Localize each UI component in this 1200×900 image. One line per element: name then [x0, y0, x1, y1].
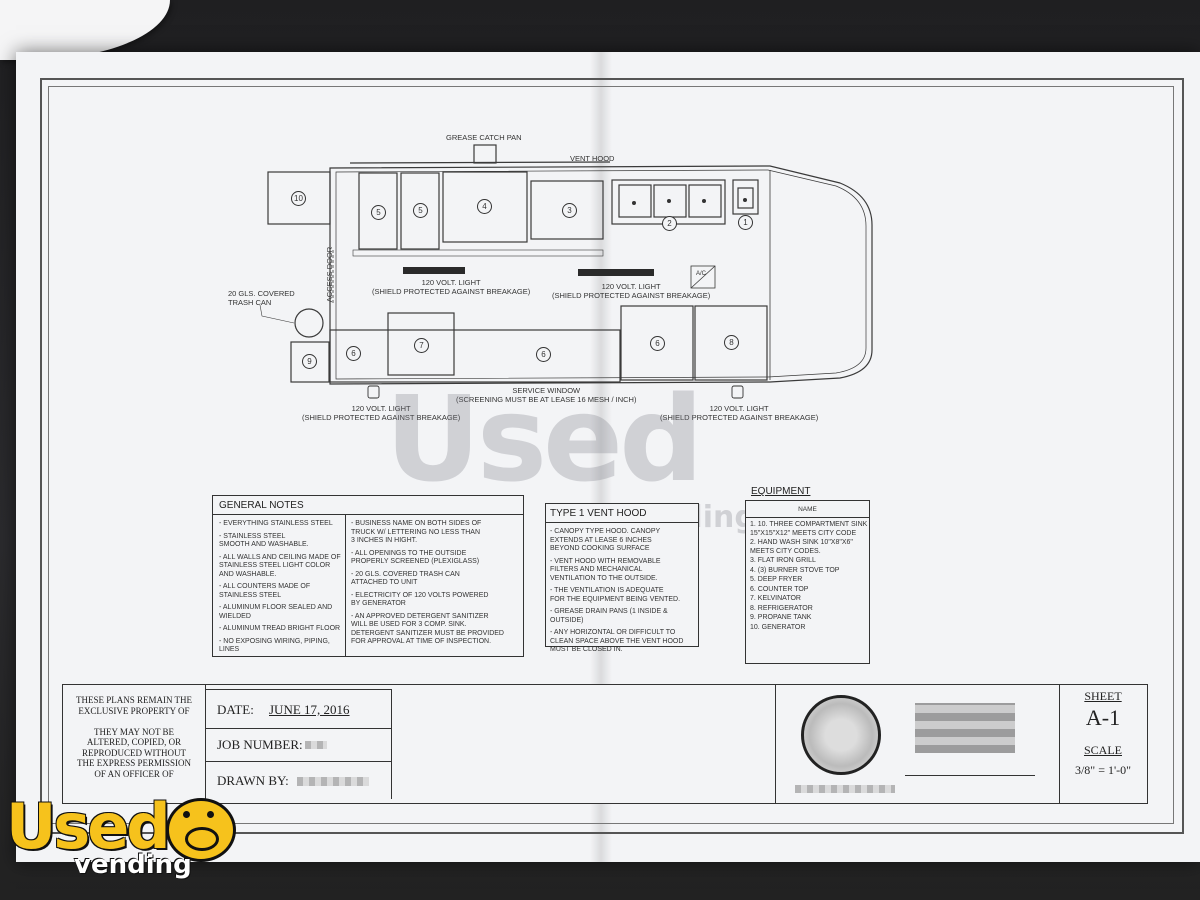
note-item: - 20 GLS. COVERED TRASH CAN ATTACHED TO …	[351, 570, 460, 587]
callout-5a: 5	[371, 205, 386, 220]
company-seal	[801, 695, 881, 775]
logo-subtext: vending	[74, 850, 192, 880]
watermark: Used	[385, 370, 704, 508]
note-item: - EVERYTHING STAINLESS STEEL	[219, 520, 333, 527]
drawing-border-inner	[48, 86, 1174, 824]
ac-label: A/C	[696, 271, 707, 277]
job-number-redacted	[305, 741, 327, 749]
note-item: - ALUMINUM TREAD BRIGHT FLOOR	[219, 625, 341, 632]
company-name-redacted	[915, 703, 1015, 753]
job-number-cell: JOB NUMBER:	[205, 727, 392, 762]
general-notes-panel: GENERAL NOTES - EVERYTHING STAINLESS STE…	[212, 495, 524, 657]
sheet-label: SHEET	[1084, 689, 1122, 703]
access-door-label: ACCESS DOOR	[325, 246, 335, 303]
equipment-item: 6. COUNTER TOP	[750, 585, 809, 593]
callout-5b: 5	[413, 203, 428, 218]
date-cell: DATE: JUNE 17, 2016	[205, 689, 392, 729]
vent-hood-item: - GREASE DRAIN PANS (1 INSIDE & OUTSIDE)	[550, 608, 668, 624]
callout-7: 7	[414, 338, 429, 353]
equipment-panel: NAME 1. 10. THREE COMPARTMENT SINK 15"X1…	[745, 500, 870, 664]
callout-6b: 6	[536, 347, 551, 362]
equipment-header: NAME	[798, 506, 817, 513]
disclaimer-cell: THESE PLANS REMAIN THE EXCLUSIVE PROPERT…	[63, 685, 206, 803]
sheet-cell: SHEET A-1 SCALE 3/8" = 1'-0"	[1059, 685, 1147, 803]
equipment-list: 1. 10. THREE COMPARTMENT SINK 15"X15"X12…	[750, 521, 868, 633]
company-footer-redacted	[795, 785, 895, 793]
light-label-4: 120 VOLT. LIGHT (SHIELD PROTECTED AGAINS…	[660, 404, 819, 422]
equipment-item: 1. 10. THREE COMPARTMENT SINK 15"X15"X12…	[750, 521, 868, 537]
title-block: THESE PLANS REMAIN THE EXCLUSIVE PROPERT…	[62, 684, 1148, 804]
general-notes-left: - EVERYTHING STAINLESS STEEL - STAINLESS…	[219, 520, 343, 659]
callout-9: 9	[302, 354, 317, 369]
brand-logo: Used vending	[6, 790, 256, 894]
disclaimer-text: THESE PLANS REMAIN THE EXCLUSIVE PROPERT…	[75, 695, 193, 779]
equipment-title: EQUIPMENT	[751, 486, 811, 497]
note-item: - ALL COUNTERS MADE OF STAINLESS STEEL	[219, 583, 311, 599]
note-item: - AN APPROVED DETERGENT SANITIZER WILL B…	[351, 612, 504, 646]
vent-hood-title: TYPE 1 VENT HOOD	[550, 508, 647, 519]
callout-10: 10	[291, 191, 306, 206]
callout-1: 1	[738, 215, 753, 230]
equipment-item: 3. FLAT IRON GRILL	[750, 557, 816, 564]
vent-hood-label: VENT HOOD	[570, 154, 615, 163]
vent-hood-item: - ANY HORIZONTAL OR DIFFICULT TO CLEAN S…	[550, 629, 684, 653]
drawn-by-cell: DRAWN BY:	[205, 761, 392, 799]
equipment-item: 10. GENERATOR	[750, 623, 806, 631]
note-item: - STAINLESS STEEL SMOOTH AND WASHABLE.	[219, 532, 309, 549]
vent-hood-item: - VENT HOOD WITH REMOVABLE FILTERS AND M…	[550, 557, 661, 582]
logo-word: Used	[6, 790, 171, 863]
equipment-item: 5. DEEP FRYER	[750, 576, 803, 583]
note-item: - ELECTRICITY OF 120 VOLTS POWERED BY GE…	[351, 591, 489, 608]
grease-catch-pan-label: GREASE CATCH PAN	[446, 133, 522, 142]
scale-label: SCALE	[1083, 743, 1122, 757]
callout-3: 3	[562, 203, 577, 218]
date-value: JUNE 17, 2016	[269, 702, 350, 717]
note-item: - NO EXPOSING WIRING, PIPING, LINES	[219, 637, 330, 654]
sheet-fold	[590, 52, 612, 862]
equipment-item: 8. REFRIGERATOR	[750, 604, 813, 612]
logo-cell	[775, 685, 1060, 803]
note-item: - BUSINESS NAME ON BOTH SIDES OF TRUCK W…	[351, 520, 482, 544]
callout-4: 4	[477, 199, 492, 214]
equipment-item: 7. KELVINATOR	[750, 595, 801, 602]
light-label-3: 120 VOLT. LIGHT (SHIELD PROTECTED AGAINS…	[302, 404, 461, 422]
light-label-1: 120 VOLT. LIGHT (SHIELD PROTECTED AGAINS…	[372, 278, 531, 296]
callout-2: 2	[662, 216, 677, 231]
trash-can-label: 20 GLS. COVERED TRASH CAN	[228, 289, 295, 307]
equipment-item: 9. PROPANE TANK	[750, 614, 812, 621]
job-number-label: JOB NUMBER:	[217, 737, 303, 752]
vent-hood-items: - CANOPY TYPE HOOD. CANOPY EXTENDS AT LE…	[550, 528, 696, 659]
callout-6a: 6	[346, 346, 361, 361]
date-label: DATE:	[217, 702, 254, 717]
pig-icon	[166, 798, 236, 862]
blank-cell	[391, 685, 776, 803]
note-item: - ALL WALLS AND CEILING MADE OF STAINLES…	[219, 553, 341, 578]
equipment-item: 2. HAND WASH SINK 10"X8"X6" MEETS CITY C…	[750, 539, 853, 555]
vent-hood-item: - CANOPY TYPE HOOD. CANOPY EXTENDS AT LE…	[550, 528, 661, 552]
drawing-border	[40, 78, 1184, 834]
general-notes-title: GENERAL NOTES	[219, 500, 304, 511]
drawn-by-redacted	[297, 777, 369, 786]
callout-8: 8	[724, 335, 739, 350]
scale-value: 3/8" = 1'-0"	[1074, 763, 1132, 777]
vent-hood-panel: TYPE 1 VENT HOOD - CANOPY TYPE HOOD. CAN…	[545, 503, 699, 653]
equipment-item: 4. (3) BURNER STOVE TOP	[750, 566, 840, 574]
general-notes-right: - BUSINESS NAME ON BOTH SIDES OF TRUCK W…	[351, 520, 521, 651]
light-label-2: 120 VOLT. LIGHT (SHIELD PROTECTED AGAINS…	[552, 282, 711, 300]
callout-6c: 6	[650, 336, 665, 351]
drawn-by-label: DRAWN BY:	[217, 773, 289, 788]
service-window-label: SERVICE WINDOW (SCREENING MUST BE AT LEA…	[456, 386, 637, 404]
vent-hood-item: - THE VENTILATION IS ADEQUATE FOR THE EQ…	[550, 587, 681, 603]
note-item: - ALUMINUM FLOOR SEALED AND WIELDED	[219, 604, 333, 620]
sheet-number: A-1	[1085, 705, 1121, 730]
note-item: - ALL OPENINGS TO THE OUTSIDE PROPERLY S…	[351, 549, 480, 566]
